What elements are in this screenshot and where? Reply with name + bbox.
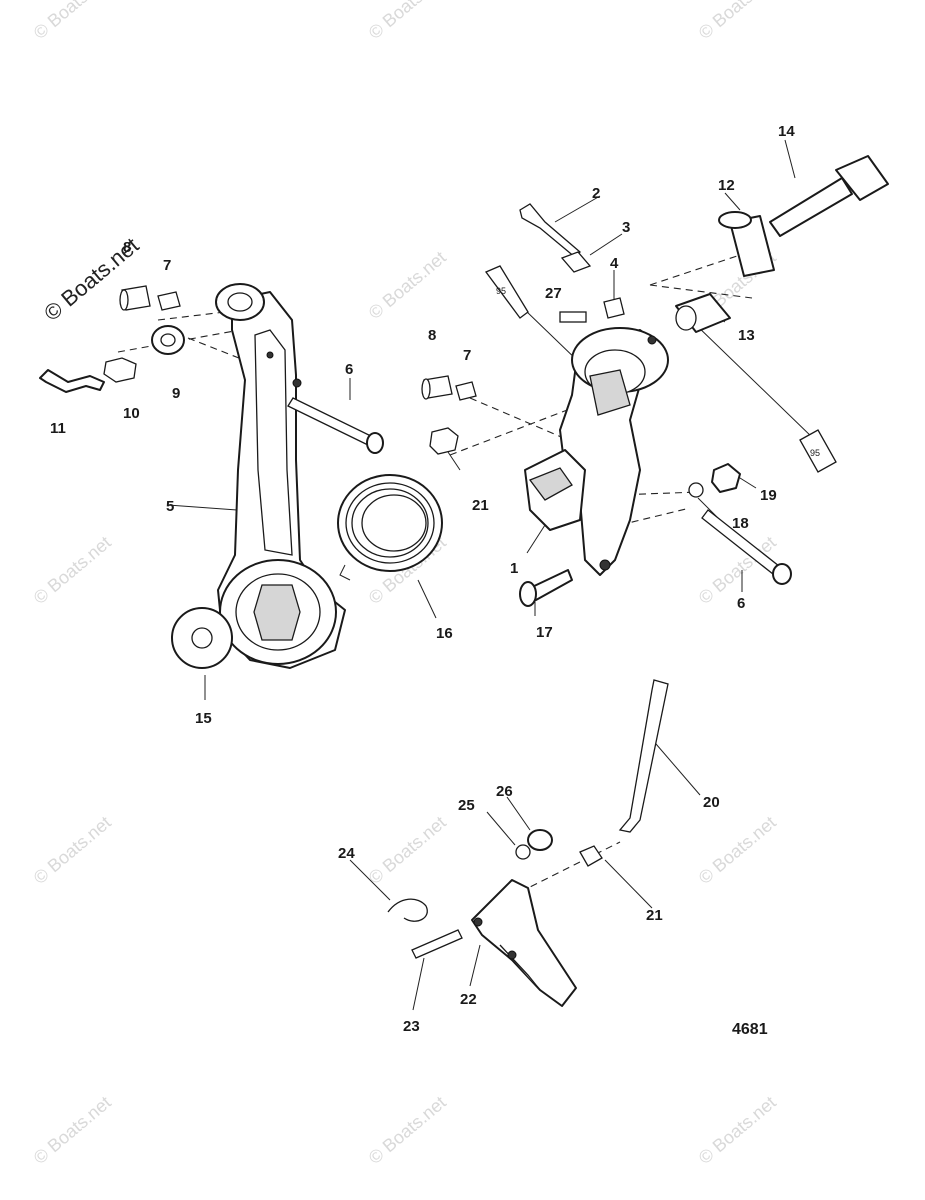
callout-8: 8 (123, 239, 131, 256)
callout-3: 3 (622, 219, 630, 236)
middle-hardware (421, 375, 477, 455)
lubricant-tubes: 95 95 (484, 265, 837, 473)
callout-8: 8 (428, 327, 436, 344)
callout-25: 25 (458, 797, 475, 814)
lower-lever-assembly (387, 829, 603, 1007)
callout-21: 21 (646, 907, 663, 924)
watermark: © Boats.net (695, 1092, 780, 1168)
watermark: © Boats.net (365, 0, 450, 43)
callout-10: 10 (123, 405, 140, 422)
callout-2: 2 (592, 185, 600, 202)
watermark: © Boats.net (365, 247, 450, 323)
watermark: © Boats.net (365, 1092, 450, 1168)
right-hardware (519, 463, 741, 607)
watermark: © Boats.net (30, 812, 115, 888)
callout-26: 26 (496, 783, 513, 800)
top-hardware (519, 203, 625, 323)
callout-9: 9 (172, 385, 180, 402)
callout-14: 14 (778, 123, 795, 140)
callout-13: 13 (738, 327, 755, 344)
callout-6: 6 (345, 361, 353, 378)
washer-large (171, 607, 233, 669)
tube-label: 95 (496, 286, 506, 296)
callout-27: 27 (545, 285, 562, 302)
callout-20: 20 (703, 794, 720, 811)
watermark-group: © Boats.net © Boats.net © Boats.net © Bo… (30, 0, 780, 1168)
lever-arm (215, 283, 346, 669)
callout-1: 1 (510, 560, 518, 577)
callout-5: 5 (166, 498, 174, 515)
callout-7: 7 (163, 257, 171, 274)
callout-21: 21 (472, 497, 489, 514)
watermark: © Boats.net (365, 812, 450, 888)
pins (287, 397, 792, 585)
watermark: © Boats.net (30, 1092, 115, 1168)
main-bracket (524, 327, 669, 576)
figure-number: 4681 (732, 1021, 768, 1038)
callout-19: 19 (760, 487, 777, 504)
watermark: © Boats.net (30, 0, 115, 43)
control-rod (618, 679, 669, 833)
callout-11: 11 (50, 420, 66, 437)
callout-7: 7 (463, 347, 471, 364)
callout-15: 15 (195, 710, 212, 727)
callout-16: 16 (436, 625, 453, 642)
watermark: © Boats.net (695, 812, 780, 888)
callout-12: 12 (718, 177, 735, 194)
tube-label: 95 (810, 448, 820, 458)
callouts: 1 2 3 4 5 6 6 7 7 8 8 9 10 11 12 13 14 1… (50, 123, 795, 1035)
left-hardware (39, 285, 185, 393)
callout-17: 17 (536, 624, 553, 641)
callout-6: 6 (737, 595, 745, 612)
watermark: © Boats.net (695, 0, 780, 43)
watermark: © Boats.net (30, 532, 115, 608)
bushings-and-bolt (675, 155, 889, 333)
torsion-spring (337, 474, 443, 581)
callout-22: 22 (460, 991, 477, 1008)
callout-4: 4 (610, 255, 619, 272)
callout-18: 18 (732, 515, 749, 532)
callout-24: 24 (338, 845, 355, 862)
callout-23: 23 (403, 1018, 420, 1035)
